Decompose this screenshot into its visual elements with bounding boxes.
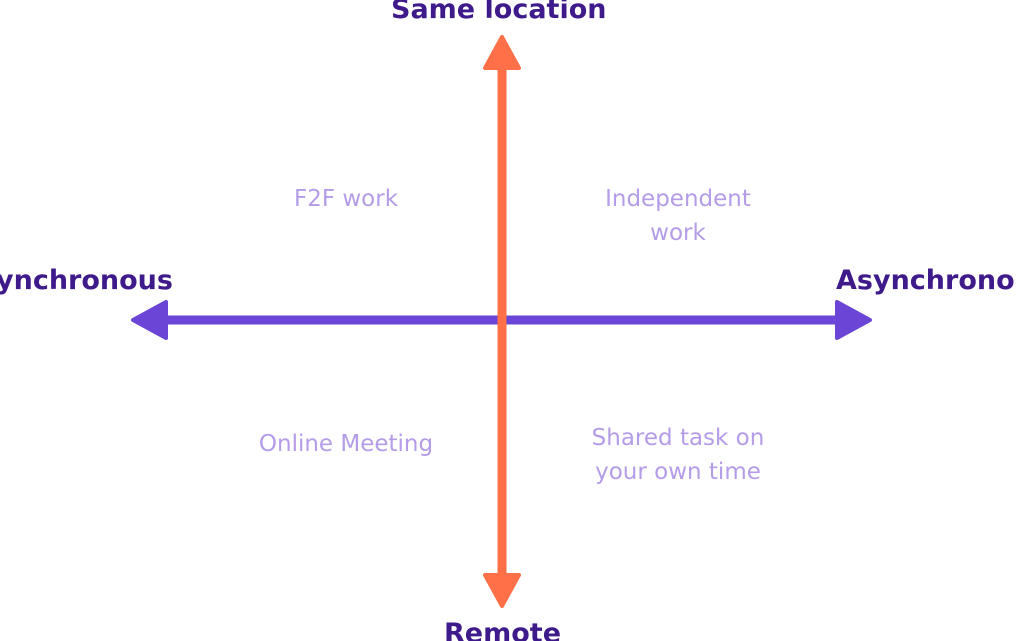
- top-arrowhead: [483, 35, 521, 70]
- axis-label-top: Same location: [391, 0, 607, 25]
- quadrant-top-right-line-2: work: [650, 220, 706, 246]
- quadrant-bottom-left: Online Meeting: [259, 427, 433, 461]
- quadrant-bottom-right-line-1: Shared task on: [591, 425, 765, 451]
- axis-label-left: ynchronous: [0, 265, 173, 296]
- quadrant-bottom-right: Shared task on your own time: [592, 421, 765, 489]
- left-arrowhead: [131, 300, 168, 340]
- quadrant-bottom-left-line-1: Online Meeting: [258, 431, 434, 457]
- quadrant-top-right-line-1: Independent: [605, 186, 751, 212]
- right-arrowhead: [835, 300, 872, 340]
- axis-label-right: Asynchrono: [836, 265, 1015, 296]
- quadrant-top-left: F2F work: [294, 182, 398, 216]
- quadrant-bottom-right-line-2: your own time: [595, 459, 761, 485]
- quadrant-top-right: Independent work: [605, 182, 751, 250]
- axis-label-bottom: Remote: [444, 618, 562, 641]
- bottom-arrowhead: [483, 573, 521, 608]
- quadrant-top-left-line-1: F2F work: [293, 186, 399, 212]
